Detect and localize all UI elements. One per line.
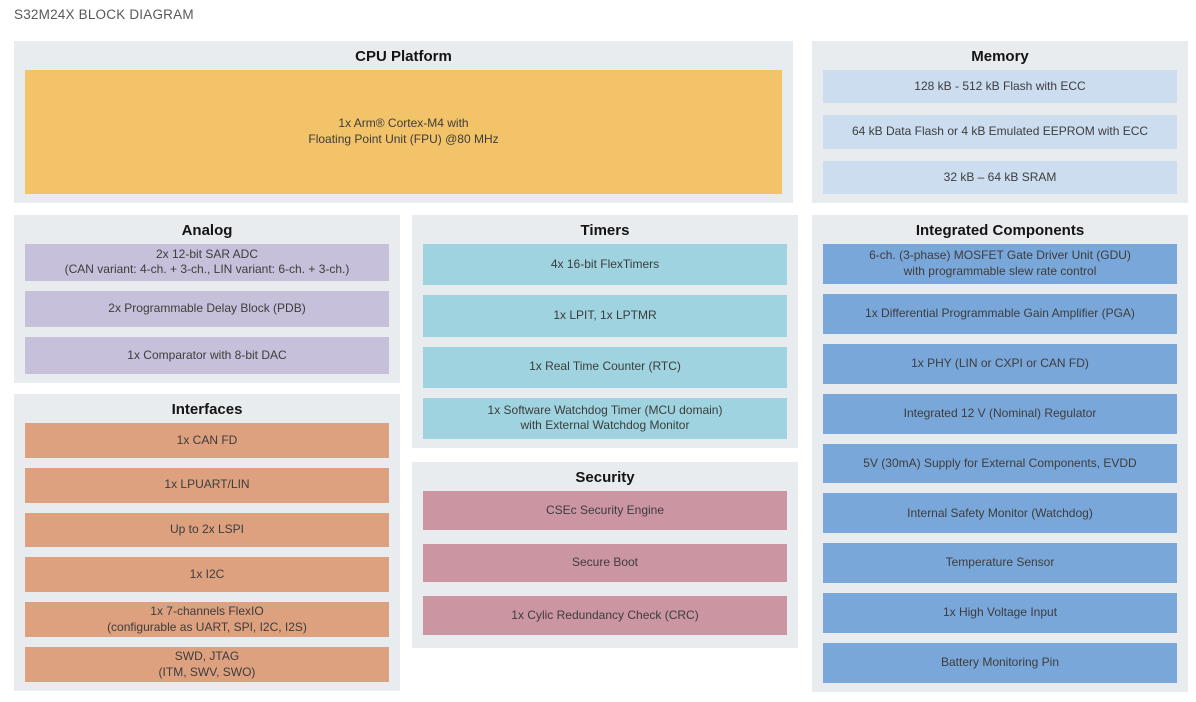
block-evdd-supply: 5V (30mA) Supply for External Components… — [823, 443, 1177, 484]
block-lpuart-lin: 1x LPUART/LIN — [25, 467, 389, 503]
block-regulator: Integrated 12 V (Nominal) Regulator — [823, 393, 1177, 434]
memory-header: Memory — [971, 47, 1029, 65]
block-text-line: 32 kB – 64 kB SRAM — [943, 169, 1057, 184]
block-text-line: 1x Software Watchdog Timer (MCU domain) — [487, 402, 723, 417]
block-comparator-dac: 1x Comparator with 8-bit DAC — [25, 337, 389, 375]
diagram-title: S32M24X BLOCK DIAGRAM — [14, 7, 194, 22]
memory-rows: 128 kB - 512 kB Flash with ECC 64 kB Dat… — [812, 68, 1188, 203]
block-text-line: 64 kB Data Flash or 4 kB Emulated EEPROM… — [851, 124, 1149, 139]
block-text-line: 1x I2C — [189, 567, 225, 582]
block-arm-cortex-m4: 1x Arm® Cortex-M4 with Floating Point Un… — [25, 70, 782, 194]
block-temperature-sensor: Temperature Sensor — [823, 543, 1177, 584]
block-swd-jtag: SWD, JTAG (ITM, SWV, SWO) — [25, 647, 389, 682]
block-text-line: SWD, JTAG — [174, 648, 240, 663]
block-text-line: CSEc Security Engine — [545, 502, 665, 517]
interfaces-header: Interfaces — [171, 400, 243, 418]
block-safety-monitor: Internal Safety Monitor (Watchdog) — [823, 493, 1177, 534]
section-analog: Analog 2x 12-bit SAR ADC (CAN variant: 4… — [14, 215, 400, 383]
block-flash: 128 kB - 512 kB Flash with ECC — [823, 70, 1177, 104]
block-lspi: Up to 2x LSPI — [25, 512, 389, 548]
block-text-line: with External Watchdog Monitor — [520, 418, 690, 433]
block-pdb: 2x Programmable Delay Block (PDB) — [25, 290, 389, 328]
block-data-flash-eeprom: 64 kB Data Flash or 4 kB Emulated EEPROM… — [823, 115, 1177, 149]
block-text-line: 1x Arm® Cortex-M4 with — [338, 116, 469, 131]
block-text-line: 1x CAN FD — [176, 432, 238, 447]
block-csec-engine: CSEc Security Engine — [423, 491, 787, 530]
cpu-platform-rows: 1x Arm® Cortex-M4 with Floating Point Un… — [14, 68, 793, 203]
block-text-line: 1x PHY (LIN or CXPI or CAN FD) — [911, 355, 1089, 370]
section-memory: Memory 128 kB - 512 kB Flash with ECC 64… — [812, 41, 1188, 203]
block-text-line: (ITM, SWV, SWO) — [158, 664, 256, 679]
interfaces-rows: 1x CAN FD 1x LPUART/LIN Up to 2x LSPI 1x… — [14, 421, 400, 691]
section-integrated-components: Integrated Components 6-ch. (3-phase) MO… — [812, 215, 1188, 692]
block-pga: 1x Differential Programmable Gain Amplif… — [823, 293, 1177, 334]
block-text-line: 1x 7-channels FlexIO — [150, 604, 264, 619]
block-text-line: Integrated 12 V (Nominal) Regulator — [903, 405, 1097, 420]
section-interfaces: Interfaces 1x CAN FD 1x LPUART/LIN Up to… — [14, 394, 400, 691]
block-i2c: 1x I2C — [25, 557, 389, 593]
block-phy: 1x PHY (LIN or CXPI or CAN FD) — [823, 343, 1177, 384]
section-security: Security CSEc Security Engine Secure Boo… — [412, 462, 798, 648]
block-text-line: Temperature Sensor — [945, 555, 1055, 570]
analog-header: Analog — [181, 221, 233, 239]
block-gdu: 6-ch. (3-phase) MOSFET Gate Driver Unit … — [823, 244, 1177, 284]
block-text-line: 1x LPIT, 1x LPTMR — [553, 308, 657, 323]
block-text-line: Floating Point Unit (FPU) @80 MHz — [308, 132, 499, 146]
timers-rows: 4x 16-bit FlexTimers 1x LPIT, 1x LPTMR 1… — [412, 242, 798, 448]
integrated-components-rows: 6-ch. (3-phase) MOSFET Gate Driver Unit … — [812, 242, 1188, 692]
block-rtc: 1x Real Time Counter (RTC) — [423, 346, 787, 388]
block-can-fd: 1x CAN FD — [25, 423, 389, 458]
block-lpit-lptmr: 1x LPIT, 1x LPTMR — [423, 295, 787, 337]
timers-header: Timers — [580, 221, 630, 239]
block-battery-monitoring-pin: Battery Monitoring Pin — [823, 643, 1177, 684]
block-sar-adc: 2x 12-bit SAR ADC (CAN variant: 4-ch. + … — [25, 244, 389, 281]
block-high-voltage-input: 1x High Voltage Input — [823, 593, 1177, 634]
block-sram: 32 kB – 64 kB SRAM — [823, 160, 1177, 194]
section-cpu-platform: CPU Platform 1x Arm® Cortex-M4 with Floa… — [14, 41, 793, 203]
integrated-components-header: Integrated Components — [915, 221, 1085, 239]
block-text-line: Battery Monitoring Pin — [940, 655, 1060, 670]
block-text-line: (configurable as UART, SPI, I2C, I2S) — [107, 619, 307, 634]
block-text-line: Up to 2x LSPI — [169, 522, 245, 537]
block-text-line: 1x LPUART/LIN — [164, 477, 250, 492]
block-text-line: Internal Safety Monitor (Watchdog) — [907, 505, 1093, 520]
cpu-platform-header: CPU Platform — [355, 47, 452, 65]
block-text-line: 1x Real Time Counter (RTC) — [529, 359, 681, 374]
block-text-line: 5V (30mA) Supply for External Components… — [863, 455, 1137, 470]
block-flexio: 1x 7-channels FlexIO (configurable as UA… — [25, 602, 389, 638]
block-text-line: 6-ch. (3-phase) MOSFET Gate Driver Unit … — [869, 248, 1131, 263]
block-text-line: 2x 12-bit SAR ADC — [155, 246, 259, 261]
block-secure-boot: Secure Boot — [423, 543, 787, 583]
block-text-line: 1x Differential Programmable Gain Amplif… — [865, 306, 1135, 321]
block-text-line: (CAN variant: 4-ch. + 3-ch., LIN variant… — [64, 262, 350, 277]
block-text-line: 1x Comparator with 8-bit DAC — [127, 347, 287, 362]
block-text-line: 1x High Voltage Input — [942, 605, 1058, 620]
block-text-line: with programmable slew rate control — [903, 263, 1097, 278]
security-header: Security — [575, 468, 635, 486]
analog-rows: 2x 12-bit SAR ADC (CAN variant: 4-ch. + … — [14, 242, 400, 383]
block-crc: 1x Cylic Redundancy Check (CRC) — [423, 596, 787, 636]
block-watchdog-timer: 1x Software Watchdog Timer (MCU domain) … — [423, 397, 787, 439]
section-timers: Timers 4x 16-bit FlexTimers 1x LPIT, 1x … — [412, 215, 798, 448]
block-text-line: 128 kB - 512 kB Flash with ECC — [914, 78, 1086, 93]
block-text-line: 4x 16-bit FlexTimers — [550, 256, 660, 271]
block-flextimers: 4x 16-bit FlexTimers — [423, 244, 787, 286]
security-rows: CSEc Security Engine Secure Boot 1x Cyli… — [412, 489, 798, 648]
block-text-line: 1x Cylic Redundancy Check (CRC) — [511, 607, 699, 622]
block-text-line: 2x Programmable Delay Block (PDB) — [108, 301, 306, 316]
block-text-line: Secure Boot — [571, 555, 639, 570]
